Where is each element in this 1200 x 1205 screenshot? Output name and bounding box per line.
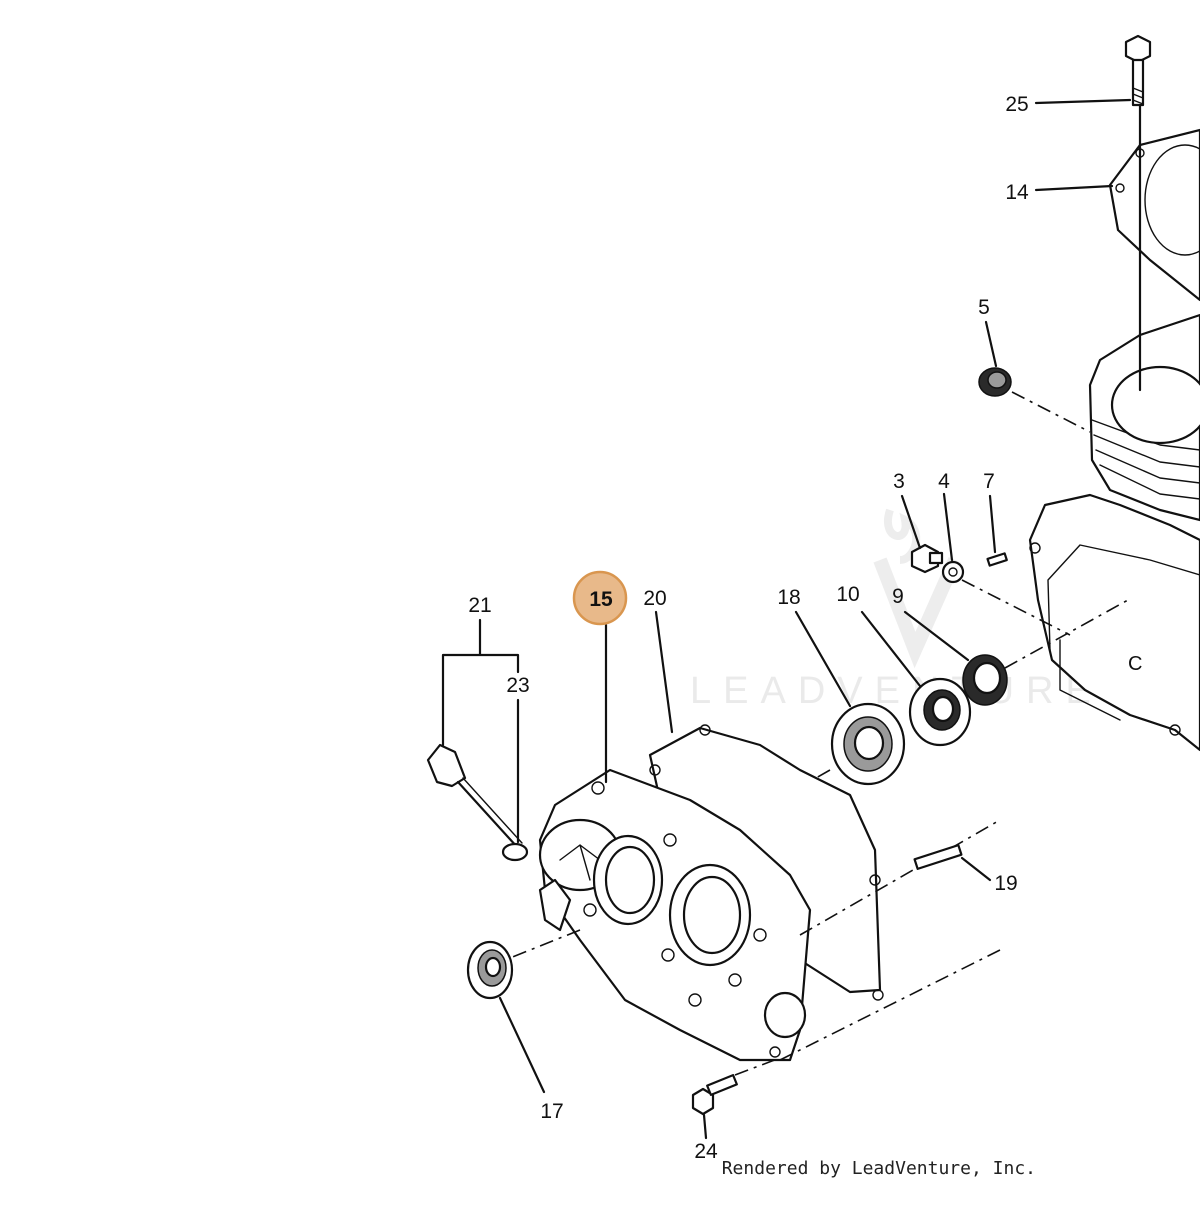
- gasket-bore: [1144, 144, 1200, 256]
- callout-20[interactable]: 20: [643, 587, 666, 610]
- callout-15-highlight[interactable]: [572, 570, 628, 626]
- callout-14[interactable]: 14: [1005, 181, 1029, 204]
- callout-9[interactable]: 9: [892, 585, 904, 608]
- part-5-seal: [978, 367, 1091, 433]
- callout-18[interactable]: 18: [777, 586, 800, 609]
- callout-10[interactable]: 10: [836, 583, 859, 606]
- callout-15[interactable]: 15: [589, 588, 613, 611]
- part-17-seal: [466, 940, 514, 1000]
- part-9-bearing: [962, 599, 1129, 706]
- part-18-bearing: [759, 702, 906, 811]
- part-25-bolt: [691, 1057, 781, 1116]
- watermark-logo: LEADVENTURE: [690, 508, 1103, 712]
- callout-23[interactable]: 23: [506, 674, 529, 697]
- part-24-bolt: [1124, 34, 1152, 107]
- callout-24[interactable]: 25: [1005, 93, 1028, 116]
- callout-3[interactable]: 3: [893, 470, 905, 493]
- part-23-oring: [501, 842, 529, 862]
- watermark-text: LEADVENTURE: [690, 670, 1103, 712]
- callout-19[interactable]: 19: [994, 872, 1017, 895]
- leader-lines: [441, 98, 1132, 1140]
- gasket-bolt-hole: [1115, 183, 1125, 193]
- callout-7[interactable]: 7: [983, 470, 995, 493]
- callout-17[interactable]: 17: [540, 1100, 563, 1123]
- part-3-plug: [910, 543, 944, 574]
- casting-mark: C: [1128, 653, 1142, 675]
- callout-25[interactable]: 24: [694, 1140, 718, 1163]
- cylinder-bore: [1110, 365, 1200, 445]
- part-15-crankcase-cover: [504, 768, 1001, 1062]
- callout-4[interactable]: 4: [938, 470, 950, 493]
- callout-labels: 25 14 5 3 4 7 9 10 18 20 15 21 23 19 17 …: [468, 93, 1029, 1163]
- callout-21[interactable]: 21: [468, 594, 491, 617]
- callout-5[interactable]: 5: [978, 296, 990, 319]
- cylinder-base-gasket: [1108, 128, 1200, 302]
- part-10-bearing: [908, 677, 972, 747]
- engine-block: C: [1028, 98, 1200, 752]
- part-21-dipstick: [426, 743, 523, 850]
- part-4-washer: [941, 560, 1071, 636]
- render-credit: Rendered by LeadVenture, Inc.: [721, 1158, 1036, 1179]
- part-7-dowel-pin: [986, 552, 1008, 567]
- crankcase: [1028, 493, 1200, 752]
- part-19-dowel-pin: [913, 844, 963, 870]
